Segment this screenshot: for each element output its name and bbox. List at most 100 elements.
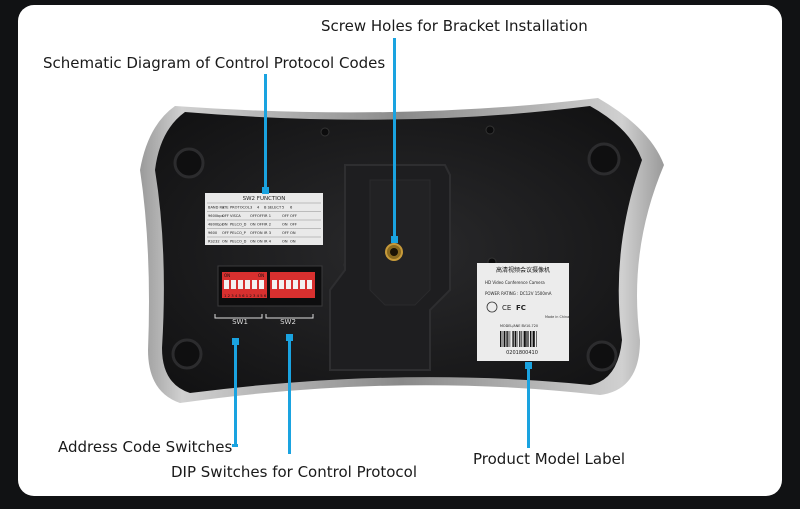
switch-numbers: 1 2 3 4 5 6 1 2 3 4 5 6	[224, 293, 267, 298]
table-cell: PELCO_D	[230, 240, 247, 244]
dip-switch-key	[238, 280, 243, 289]
label-ce-mark: CE	[502, 304, 511, 312]
table-cell: ON	[282, 240, 288, 244]
label-fc-mark: FC	[516, 304, 526, 312]
table-cell: ON	[222, 223, 228, 227]
label-chinese-title: 高清视频会议摄像机	[496, 266, 550, 274]
callout-model-label: Product Model Label	[473, 450, 625, 468]
barcode-bar	[526, 331, 528, 347]
sw1-label: SW1	[232, 318, 248, 326]
barcode-bar	[533, 331, 535, 347]
rubber-foot-top-left	[173, 147, 205, 179]
leader-screw-vertical	[393, 38, 396, 240]
sw2-function-title: SW2 FUNCTION	[243, 196, 286, 202]
barcode-bar	[516, 331, 518, 347]
dip-switch-key	[231, 280, 236, 289]
leader-address-horizontal	[232, 444, 238, 447]
table-cell: PELCO_D	[230, 223, 247, 227]
table-cell: PELCO_P	[230, 231, 247, 235]
dip-switch-key	[252, 280, 257, 289]
label-made-in: Made in China	[545, 315, 569, 319]
barcode-bar	[501, 331, 503, 347]
table-cell: 4800bps	[208, 223, 224, 227]
table-header-cell: 1	[222, 206, 224, 210]
table-cell: ON	[250, 240, 256, 244]
dip-switch-keys	[224, 280, 312, 289]
dip-switch-key	[272, 280, 277, 289]
callout-dip-switches: DIP Switches for Control Protocol	[171, 463, 418, 481]
barcode-bar	[512, 331, 513, 347]
table-cell: OFF	[290, 214, 297, 218]
barcode-bar	[528, 331, 529, 347]
table-cell: ON	[290, 231, 296, 235]
table-cell: OFF	[282, 231, 289, 235]
barcode-bar	[524, 331, 526, 347]
rubber-foot-top-right	[587, 142, 621, 176]
barcode-bar	[519, 331, 521, 347]
leader-model-dot	[525, 362, 532, 369]
table-cell: VISCA	[230, 214, 241, 218]
table-cell: OFF	[282, 214, 289, 218]
barcode-bar	[536, 331, 537, 347]
table-cell: IR 3	[264, 231, 271, 235]
dip-switch-key	[279, 280, 284, 289]
table-cell: ON	[257, 231, 263, 235]
dip-switch-key	[307, 280, 312, 289]
table-cell: OFF	[290, 223, 297, 227]
table-cell: IR 1	[264, 214, 271, 218]
table-header-cell: 3	[250, 206, 252, 210]
table-cell: ON	[282, 223, 288, 227]
table-cell: ON	[250, 223, 256, 227]
leader-address-vertical	[234, 340, 237, 446]
table-header-cell: 4	[257, 206, 260, 210]
table-cell: ON	[290, 240, 296, 244]
table-cell: ON	[222, 240, 228, 244]
barcode	[500, 331, 537, 347]
leader-schematic-dot	[262, 187, 269, 194]
table-cell: OFF	[222, 214, 229, 218]
barcode-bar	[513, 331, 515, 347]
table-cell: RS232	[208, 240, 220, 244]
table-cell: IR 2	[264, 223, 271, 227]
leader-address-dot	[232, 338, 239, 345]
label-product-name: HD Video Conference Camera	[485, 280, 545, 285]
leader-screw-dot	[391, 236, 398, 243]
rubber-foot-bottom-left	[171, 338, 203, 370]
table-cell: 9600bps	[208, 214, 224, 218]
label-model: MODEL/ANE BV10-720	[500, 324, 538, 328]
label-serial: 0201800410	[506, 350, 538, 356]
screw	[485, 125, 495, 135]
barcode-bar	[507, 331, 509, 347]
table-cell: 9600	[208, 231, 218, 235]
table-cell: IR 4	[264, 240, 272, 244]
dip-switch-key	[293, 280, 298, 289]
leader-dip-dot	[286, 334, 293, 341]
barcode-bar	[500, 331, 502, 347]
dip-switch-key	[245, 280, 250, 289]
label-power-rating: POWER RATING : DC12V 1500mA	[485, 291, 552, 296]
barcode-bar	[531, 331, 533, 347]
table-header-cell: BAND RATE	[208, 206, 229, 210]
barcode-bar	[515, 331, 517, 347]
barcode-bar	[522, 331, 524, 347]
switch-on-left: ON	[224, 273, 230, 278]
table-cell: OFF	[250, 214, 257, 218]
callout-address-switches: Address Code Switches	[58, 438, 233, 456]
barcode-bar	[503, 331, 506, 347]
barcode-bar	[521, 331, 522, 347]
leader-schematic-vertical	[264, 74, 267, 190]
dip-switch-key	[300, 280, 305, 289]
table-cell: ON	[257, 240, 263, 244]
dip-switch-key	[259, 280, 264, 289]
protocol-table-sticker	[205, 193, 323, 245]
table-cell: OFF	[257, 223, 264, 227]
dip-switch-key	[224, 280, 229, 289]
table-header-cell: PROTOCOL	[230, 206, 250, 210]
barcode-bar	[506, 331, 507, 347]
sw2-label: SW2	[280, 318, 296, 326]
switch-on-right: ON	[258, 273, 264, 278]
table-header-cell: B SELECT	[264, 206, 282, 210]
table-cell: OFF	[257, 214, 264, 218]
table-header-cell: 6	[290, 206, 293, 210]
